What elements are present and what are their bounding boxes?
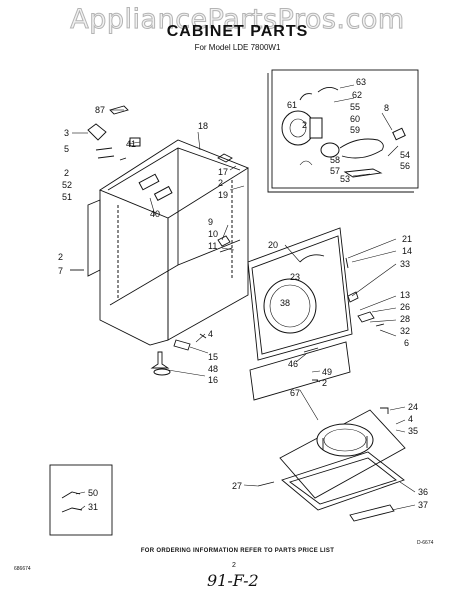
callout-13: 13 — [400, 290, 410, 300]
callout-27: 27 — [232, 481, 242, 491]
callout-11: 11 — [208, 241, 217, 251]
callout-63: 63 — [356, 77, 366, 87]
callout-28: 28 — [400, 314, 410, 324]
callout-33: 33 — [400, 259, 410, 269]
callout-9: 9 — [208, 217, 213, 227]
ordering-info-footer: FOR ORDERING INFORMATION REFER TO PARTS … — [140, 548, 335, 554]
front-panel — [217, 227, 385, 361]
left-hardware — [70, 105, 207, 376]
callout-19: 19 — [218, 190, 228, 200]
callout-61: 61 — [287, 100, 297, 110]
callout-31: 31 — [88, 502, 98, 512]
callout-55: 55 — [350, 102, 360, 112]
callout-24: 24 — [408, 402, 418, 412]
callout-2-inset: 2 — [302, 120, 307, 130]
callout-54: 54 — [400, 150, 410, 160]
callout-4-base: 4 — [408, 414, 413, 424]
callout-87: 87 — [95, 105, 105, 115]
callout-57: 57 — [330, 166, 340, 176]
callout-15: 15 — [208, 352, 218, 362]
callout-35: 35 — [408, 426, 418, 436]
page-title: CABINET PARTS — [166, 23, 309, 40]
callout-3: 3 — [64, 128, 69, 138]
callout-36: 36 — [418, 487, 428, 497]
cabinet-shell — [87, 139, 249, 346]
callout-41: 41 — [126, 139, 136, 149]
callout-51: 51 — [62, 192, 72, 202]
callout-14: 14 — [402, 246, 412, 256]
callout-16: 16 — [208, 375, 218, 385]
callout-60: 60 — [350, 114, 360, 124]
base-assembly — [257, 407, 406, 522]
callout-67: 67 — [290, 388, 300, 398]
drawing-code-right: D-6674 — [417, 540, 434, 546]
watermark: AppliancePartsPros.com — [70, 4, 405, 36]
callout-7: 7 — [58, 266, 63, 276]
callout-59: 59 — [350, 125, 360, 135]
callout-numbers: 87 3 41 18 5 2 52 51 17 2 19 40 63 62 55… — [58, 77, 428, 512]
callout-26: 26 — [400, 302, 410, 312]
callout-5: 5 — [64, 144, 69, 154]
callout-4-foot: 4 — [208, 329, 213, 339]
callout-38: 38 — [280, 298, 290, 308]
toe-panel — [249, 341, 351, 401]
callout-10: 10 — [208, 229, 218, 239]
callout-50: 50 — [88, 488, 98, 498]
motor-inset — [267, 69, 419, 193]
callout-32: 32 — [400, 326, 410, 336]
callout-49: 49 — [322, 367, 332, 377]
callout-6: 6 — [404, 338, 409, 348]
callout-18: 18 — [198, 121, 208, 131]
callout-17: 17 — [218, 167, 228, 177]
callout-58: 58 — [330, 155, 340, 165]
callout-2-left: 2 — [58, 252, 63, 262]
callout-2-cabinet: 2 — [218, 178, 223, 188]
callout-37: 37 — [418, 500, 428, 510]
callout-56: 56 — [400, 161, 410, 171]
callout-23: 23 — [290, 272, 300, 282]
callout-52: 52 — [62, 180, 72, 190]
callout-48: 48 — [208, 364, 218, 374]
callout-40: 40 — [150, 209, 160, 219]
callout-46: 46 — [288, 359, 298, 369]
model-subtitle: For Model LDE 7800W1 — [194, 43, 281, 52]
callout-2-toe: 2 — [322, 378, 327, 388]
handwritten-note: 91-F-2 — [207, 571, 259, 590]
callout-53: 53 — [340, 174, 350, 184]
small-parts-box — [49, 464, 113, 536]
leader-lines — [72, 84, 416, 511]
callout-21: 21 — [402, 234, 412, 244]
page-number: 2 — [232, 562, 236, 569]
callout-20: 20 — [268, 240, 278, 250]
callout-2-upper-left: 2 — [64, 168, 69, 178]
callout-62: 62 — [352, 90, 362, 100]
document-code-left: 686674 — [14, 566, 31, 572]
callout-8-inset: 8 — [384, 103, 389, 113]
